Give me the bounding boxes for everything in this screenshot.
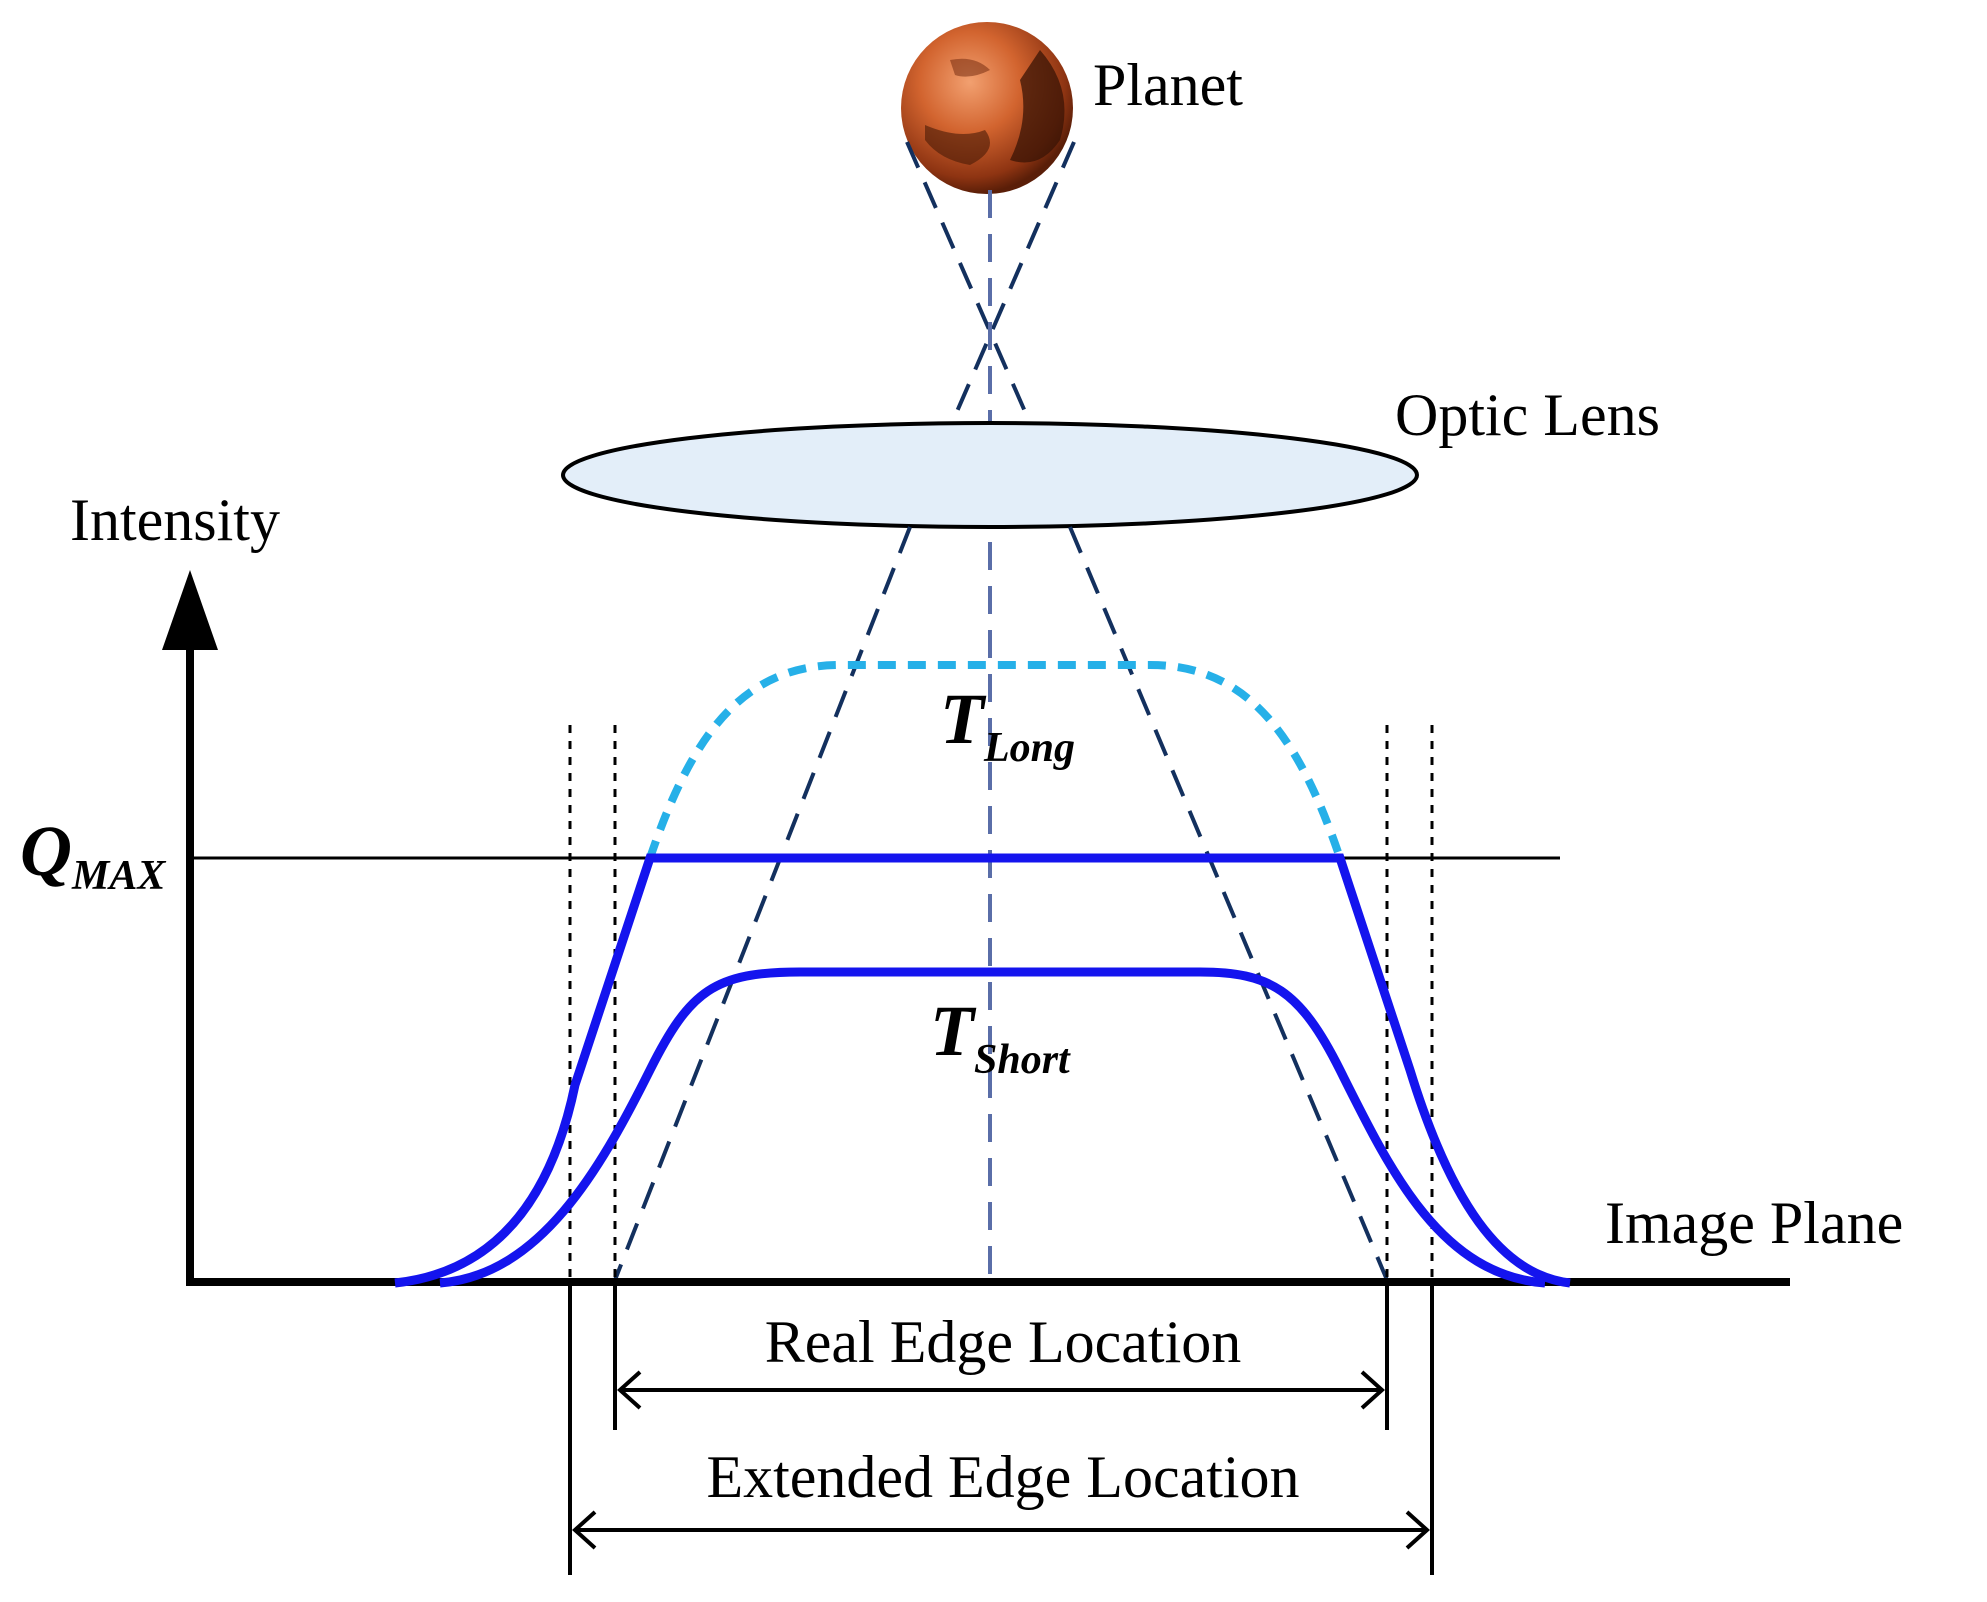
q-max-subscript: MAX <box>71 853 166 899</box>
q-max-label: QMAX <box>20 811 166 899</box>
planet-icon <box>901 22 1073 194</box>
t-long-subscript: Long <box>983 725 1075 771</box>
t-short-curve <box>439 967 1546 1288</box>
ray-right-lower <box>1068 526 1389 1281</box>
ray-left-upper <box>905 141 1032 424</box>
image-plane-label: Image Plane <box>1605 1190 1903 1256</box>
t-short-subscript: Short <box>974 1037 1071 1083</box>
real-edge-arrow-right-icon <box>1360 1370 1385 1410</box>
extended-edge-label: Extended Edge Location <box>706 1444 1299 1510</box>
t-short-label: TShort <box>930 991 1071 1083</box>
t-long-curve-clipped <box>394 853 1571 1288</box>
real-edge-arrow-left-icon <box>617 1370 642 1410</box>
extended-edge-arrow-left-icon <box>572 1510 597 1550</box>
optic-lens-label: Optic Lens <box>1395 382 1660 448</box>
optic-lens <box>561 421 1419 529</box>
extended-edge-arrow-right-icon <box>1405 1510 1430 1550</box>
intensity-label: Intensity <box>70 487 280 553</box>
ray-right-upper <box>950 141 1076 424</box>
intensity-axis-arrow-icon <box>162 570 218 650</box>
t-long-curve-dotted <box>646 661 1344 860</box>
ray-left-lower <box>613 526 912 1281</box>
t-long-label: TLong <box>940 679 1075 771</box>
real-edge-label: Real Edge Location <box>765 1309 1241 1375</box>
planet-label: Planet <box>1093 52 1243 118</box>
